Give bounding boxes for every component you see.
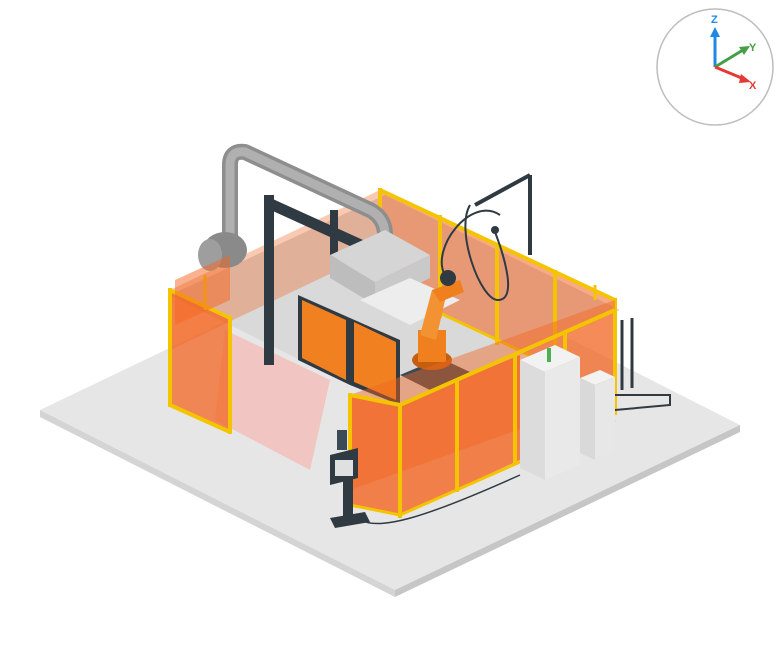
welding-robot <box>412 209 501 370</box>
floor-platform-edge-right <box>395 425 740 597</box>
exhaust-duct <box>198 143 393 271</box>
floor-platform-edge <box>40 410 395 597</box>
x-axis-arrow <box>714 65 745 81</box>
control-cabinet <box>520 345 615 480</box>
side-rack <box>614 318 671 411</box>
x-axis-label: X <box>749 80 757 92</box>
axis-gizmo-icon: Z Y X <box>656 8 774 126</box>
floor-cable <box>359 474 521 525</box>
front-left-fence <box>168 255 232 434</box>
z-axis-label: Z <box>711 14 718 26</box>
torch-boom <box>464 173 532 302</box>
y-axis-label: Y <box>749 42 757 54</box>
positioner <box>298 295 400 405</box>
operator-station <box>330 430 370 528</box>
welding-zone-floor <box>215 330 330 470</box>
front-fence <box>348 285 617 518</box>
axis-gizmo[interactable]: Z Y X <box>655 7 775 127</box>
y-axis-arrow <box>714 48 744 69</box>
